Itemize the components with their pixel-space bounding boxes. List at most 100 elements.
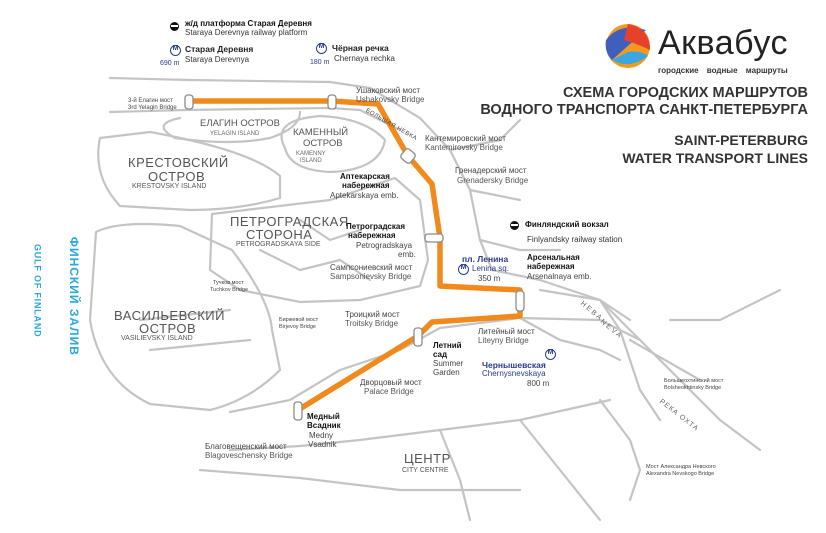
title-ru-line2: ВОДНОГО ТРАНСПОРТА САНКТ-ПЕТЕРБУРГА <box>480 102 808 118</box>
bridge-grenadersky-en: Grenadersky Bridge <box>457 176 529 185</box>
bridge-birzhevoy-en: Birjevoy Bridge <box>279 324 316 330</box>
title-en-line1: SAINT-PETERBURG <box>674 132 808 148</box>
stop-letny-sad-ru1: Летний <box>433 341 462 350</box>
district-petrograd-en: PETROGRADSKAYA SIDE <box>236 241 321 248</box>
metro-icon <box>170 45 181 56</box>
metro-lenina-ru: пл. Ленина <box>462 254 509 264</box>
metro-icon <box>545 349 556 360</box>
bridge-ushakovsky-ru: Ушаковский мост <box>356 86 421 95</box>
stop-aptekarskaya-ru2: набережная <box>342 181 390 190</box>
street-network <box>88 76 782 522</box>
district-centre-en: CITY CENTRE <box>402 467 449 474</box>
bridge-bolsheokhtinsky-ru: Большеохтинский мост <box>664 378 724 384</box>
bridge-sampsonievsky-ru: Сампсониевский мост <box>330 263 413 272</box>
district-krestovsky-en: KRESTOVSKY ISLAND <box>132 183 207 190</box>
metro-chernaya-dist: 180 m <box>310 59 330 66</box>
island-kamenny-en2: ISLAND <box>300 158 322 164</box>
metro-lenina-en: Lenina sq. <box>472 264 509 273</box>
stop-petrogradskaya-ru2: набережная <box>348 231 396 240</box>
bridge-liteyny-en: Liteyny Bridge <box>478 336 529 345</box>
metro-chernyshevskaya-ru: Чернышевская <box>482 360 546 370</box>
district-vasilievsky-ru2: ОСТРОВ <box>139 321 197 336</box>
stop-medny-ru1: Медный <box>307 412 340 421</box>
bridge-kantemirovsky-ru: Кантемировский мост <box>425 134 506 143</box>
rail-staraya-en: Staraya Derevnya railway platform <box>185 28 308 37</box>
gulf-label-ru: ФИНСКИЙ ЗАЛИВ <box>66 236 81 356</box>
rail-finlyandsky-ru: Финляндский вокзал <box>525 220 609 229</box>
district-vasilievsky-ru1: ВАСИЛЬЕВСКИЙ <box>114 308 225 323</box>
title-en-line2: WATER TRANSPORT LINES <box>622 150 808 166</box>
aquabus-route-line <box>187 98 523 413</box>
bridge-dvortsovy-en: Palace Bridge <box>364 387 414 396</box>
island-kamenny-ru1: КАМЕННЫЙ <box>293 127 349 138</box>
title-ru-line1: СХЕМА ГОРОДСКИХ МАРШРУТОВ <box>562 85 808 101</box>
stop-marker-medny-vsadnik[interactable] <box>293 401 303 421</box>
stop-petrogradskaya-ru1: Петроградская <box>346 222 405 231</box>
bridge-yelagin-ru: 3-й Елагин мост <box>128 98 173 104</box>
metro-chernaya-en: Chernaya rechka <box>334 54 395 63</box>
bridge-blagoveshchensky-ru: Благовещенский мост <box>205 442 287 451</box>
bridge-ushakovsky-en: Ushakovsky Bridge <box>356 95 425 104</box>
bridge-alexander-nevsky-en: Alexandra Nevskogo Bridge <box>646 471 715 477</box>
bridge-birzhevoy-ru: Биржевой мост <box>279 317 319 323</box>
brand-tagline: городские водные маршруты <box>658 66 788 75</box>
stop-marker-arsenalnaya[interactable] <box>515 290 525 312</box>
stop-aptekarskaya-ru1: Аптекарская <box>340 172 390 181</box>
stop-letny-sad-en2: Garden <box>433 368 460 377</box>
bridge-blagoveshchensky-en: Blagoveschensky Bridge <box>205 451 293 460</box>
bridge-kantemirovsky-en: Kantemirovsky Bridge <box>425 143 503 152</box>
island-kamenny-ru2: ОСТРОВ <box>303 138 343 149</box>
stop-arsenalnaya-ru2: набережная <box>527 262 575 271</box>
metro-icon <box>316 43 327 54</box>
district-petrograd-ru1: ПЕТРОГРАДСКАЯ <box>230 214 349 229</box>
bridge-liteyny-ru: Литейный мост <box>478 327 535 336</box>
island-elagin-en: YELAGIN ISLAND <box>210 131 260 137</box>
metro-lenina-dist: 350 m <box>478 274 501 283</box>
stop-marker-letny-sad[interactable] <box>413 327 423 347</box>
stop-marker-aptekarskaya[interactable] <box>400 148 417 165</box>
district-centre-ru: ЦЕНТР <box>404 451 451 466</box>
stop-medny-en2: Vsadnik <box>308 440 337 449</box>
bridge-alexander-nevsky-ru: Мост Александра Невского <box>646 464 716 470</box>
stop-letny-sad-ru2: сад <box>433 350 448 359</box>
bridge-troitsky-en: Troitsky Bridge <box>345 319 399 328</box>
stop-marker-ushakovsky[interactable] <box>327 94 337 110</box>
district-krestovsky-ru1: КРЕСТОВСКИЙ <box>128 155 229 170</box>
stop-petrogradskaya-en2: emb. <box>398 250 416 259</box>
stop-medny-en1: Medny <box>309 431 334 440</box>
island-elagin-ru: ЕЛАГИН ОСТРОВ <box>200 118 280 129</box>
railway-icon <box>510 221 519 230</box>
bridge-bolsheokhtinsky-en: Bolsheokhtinsky Bridge <box>664 385 722 391</box>
island-kamenny-en1: KAMENNY <box>296 151 326 157</box>
metro-chernaya-ru: Чёрная речка <box>332 43 389 53</box>
district-petrograd-ru2: СТОРОНА <box>246 227 313 242</box>
rail-staraya-ru: ж/д платформа Старая Деревня <box>185 19 312 28</box>
stop-markers <box>184 94 525 421</box>
bridge-yelagin-en: 3rd Yelagin Bridge <box>128 105 177 111</box>
metro-chernyshevskaya-en: Chernysnevskaya <box>482 369 546 378</box>
stop-arsenalnaya-ru1: Арсенальная <box>527 253 580 262</box>
bridge-tuchkov-en: Tuchkov Bridge <box>210 287 249 293</box>
stop-letny-sad-en1: Summer <box>433 359 464 368</box>
railway-icon <box>170 22 179 31</box>
metro-staraya-dist: 690 m <box>160 60 180 67</box>
stop-marker-petrogradskaya[interactable] <box>424 233 444 243</box>
bridge-troitsky-ru: Троицкий мост <box>345 310 400 319</box>
aquabus-logo-icon <box>605 24 650 68</box>
brand-name: Аквабус <box>658 24 788 62</box>
district-vasilievsky-en: VASILIEVSKY ISLAND <box>121 335 193 342</box>
metro-staraya-ru: Старая Деревня <box>185 44 254 54</box>
stop-marker-yelagin[interactable] <box>184 94 194 110</box>
bridge-tuchkov-ru: Тучков мост <box>213 280 244 286</box>
stop-petrogradskaya-en1: Petrogradskaya <box>356 241 413 250</box>
stop-arsenalnaya-en: Arsenalnaya emb. <box>527 272 592 281</box>
bridge-dvortsovy-ru: Дворцовый мост <box>360 378 422 387</box>
metro-chernyshevskaya-dist: 800 m <box>527 379 550 388</box>
bridge-grenadersky-ru: Гренадерский мост <box>455 166 527 175</box>
bridge-sampsonievsky-en: Sampsonievsky Bridge <box>330 272 412 281</box>
metro-icon <box>458 264 469 275</box>
metro-staraya-en: Staraya Derevnya <box>185 55 250 64</box>
rail-finlyandsky-en: Finlyandsky railway station <box>527 235 623 244</box>
stop-medny-ru2: Всадник <box>307 421 341 430</box>
